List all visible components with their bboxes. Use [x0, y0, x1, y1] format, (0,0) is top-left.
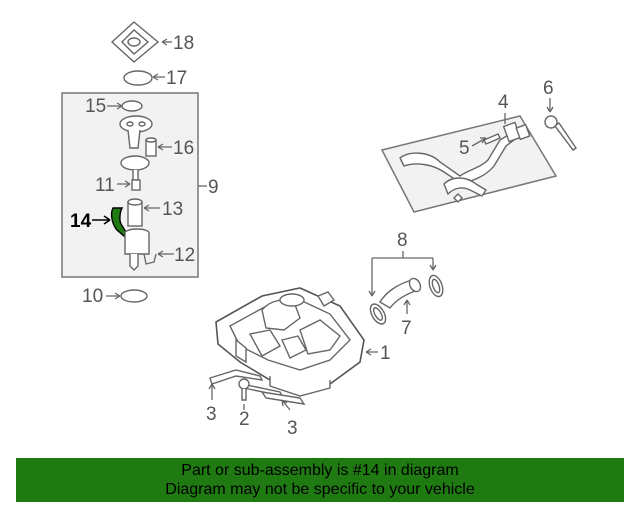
callout-2[interactable]: 2 [239, 409, 250, 430]
callout-6[interactable]: 6 [543, 78, 554, 99]
part-4-hose-assembly[interactable] [399, 121, 531, 203]
callout-10[interactable]: 10 [82, 286, 103, 307]
banner-line-2: Diagram may not be specific to your vehi… [165, 481, 475, 498]
part-18-plate[interactable] [110, 21, 160, 63]
leader-13 [143, 204, 160, 212]
callout-3a[interactable]: 3 [206, 404, 217, 425]
callout-5[interactable]: 5 [459, 138, 470, 159]
part-13-pump[interactable] [127, 198, 143, 227]
part-6-sensor[interactable] [544, 115, 577, 151]
leader-14 [92, 215, 111, 225]
callout-13[interactable]: 13 [162, 199, 183, 220]
callout-14[interactable]: 14 [70, 211, 92, 232]
leader-3a [208, 383, 216, 400]
leader-7 [403, 299, 411, 314]
callout-9[interactable]: 9 [208, 177, 219, 198]
part-2-bolt[interactable] [238, 378, 250, 401]
callout-7[interactable]: 7 [401, 318, 412, 339]
leader-3b [281, 399, 291, 411]
callout-8[interactable]: 8 [397, 230, 408, 251]
part-11-filter[interactable] [120, 155, 150, 191]
part-12-pump-body[interactable] [124, 228, 157, 271]
part-7-filler-hose[interactable] [379, 276, 423, 309]
part-17-seal-ring[interactable] [123, 70, 153, 86]
leader-17 [152, 73, 165, 81]
callout-15[interactable]: 15 [85, 96, 106, 117]
callout-3b[interactable]: 3 [287, 418, 298, 439]
leader-11 [117, 180, 131, 188]
part-3-strap-right[interactable] [260, 391, 306, 405]
leader-10 [106, 292, 121, 300]
leader-12 [157, 250, 174, 258]
part-15-ring[interactable] [121, 100, 143, 112]
callout-16[interactable]: 16 [173, 138, 194, 159]
callout-12[interactable]: 12 [174, 245, 195, 266]
leader-5 [471, 137, 487, 147]
part-8-clamp-left[interactable] [367, 301, 388, 326]
leader-1 [365, 348, 378, 356]
callout-1[interactable]: 1 [380, 343, 391, 364]
leader-15 [107, 102, 123, 110]
part-1-fuel-tank[interactable] [215, 287, 365, 397]
part-8-clamp-right[interactable] [427, 274, 446, 299]
banner-line-1: Part or sub-assembly is #14 in diagram [181, 462, 459, 479]
callout-11[interactable]: 11 [95, 175, 115, 196]
part-10-seal-ring[interactable] [120, 289, 148, 303]
info-banner: Part or sub-assembly is #14 in diagram D… [16, 458, 624, 502]
leader-16 [157, 143, 172, 151]
leader-8 [368, 251, 437, 297]
callout-18[interactable]: 18 [173, 33, 194, 54]
part-16-flange[interactable] [119, 115, 157, 157]
leader-6 [546, 98, 554, 113]
callout-17[interactable]: 17 [166, 68, 187, 89]
callout-4[interactable]: 4 [498, 92, 509, 113]
